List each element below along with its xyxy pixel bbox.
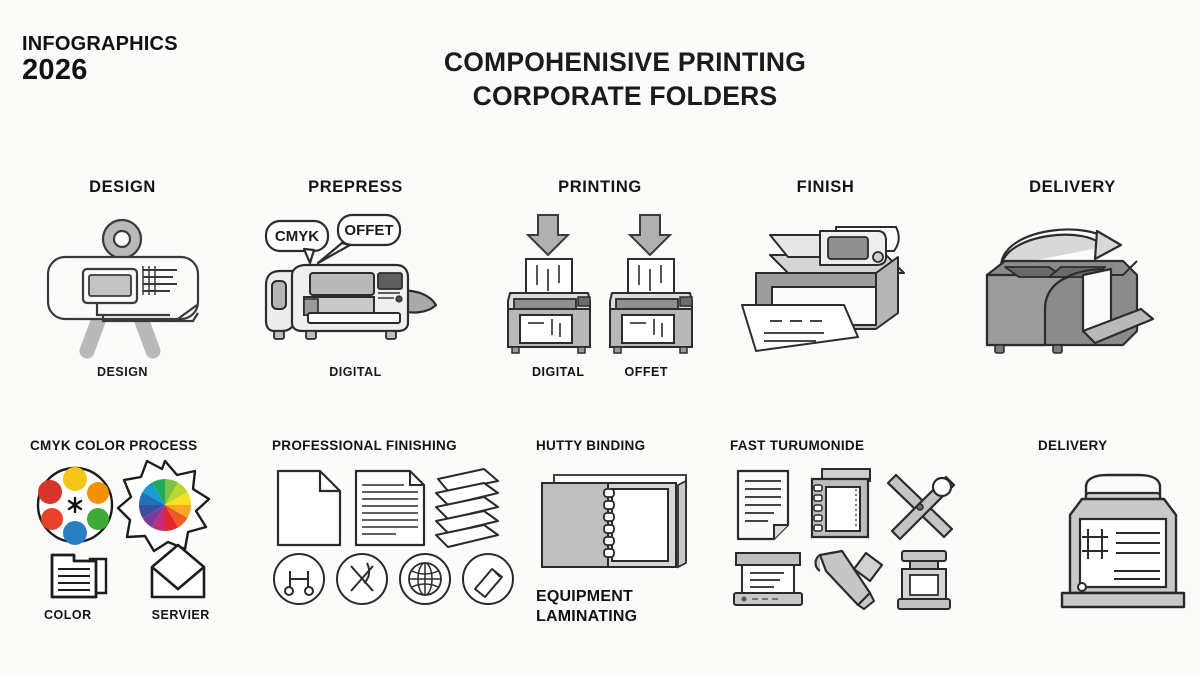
delivery-case-icon <box>1038 467 1200 612</box>
cutting-press-icon <box>897 550 951 610</box>
step-prepress-caption: DIGITAL <box>329 365 382 379</box>
section-fast-turumonide[interactable]: FAST TURUMONIDE <box>730 438 956 612</box>
roller-squeegee-icon <box>814 549 876 611</box>
paper-stack-icon <box>435 468 499 548</box>
palette-circle-icon <box>36 466 114 545</box>
designer-at-monitor-icon <box>25 213 220 363</box>
binding-tool-icon <box>273 553 325 605</box>
step-prepress[interactable]: PREPRESS CMYK OFFET <box>258 178 453 379</box>
step-delivery[interactable]: DELIVERY <box>975 178 1170 365</box>
spiral-booklet-icon <box>810 468 871 539</box>
binding-caption-line-2: LAMINATING <box>536 608 638 625</box>
binding-caption: EQUIPMENT LAMINATING <box>536 587 716 627</box>
brand-block: INFOGRAPHICS 2026 <box>22 33 178 86</box>
process-steps-row: DESIGN <box>0 178 1200 398</box>
section-professional-finishing[interactable]: PROFESSIONAL FINISHING <box>272 438 514 612</box>
step-delivery-title: DELIVERY <box>1029 178 1116 196</box>
svg-text:OFFET: OFFET <box>344 222 393 239</box>
fast-icon-group <box>730 467 956 612</box>
caption-digital: DIGITAL <box>531 365 585 379</box>
svg-text:CMYK: CMYK <box>275 228 319 245</box>
section-finishing-title: PROFESSIONAL FINISHING <box>272 438 457 453</box>
step-prepress-title: PREPRESS <box>308 178 403 196</box>
blank-page-icon <box>276 469 342 547</box>
section-delivery-bottom[interactable]: DELIVERY <box>1038 438 1200 612</box>
laminator-icon <box>733 552 803 606</box>
delivery-printer-icon <box>975 213 1170 363</box>
envelope-icon <box>150 543 206 599</box>
globe-icon <box>399 553 451 605</box>
step-design[interactable]: DESIGN <box>25 178 220 379</box>
step-finish[interactable]: FINISH <box>728 178 923 365</box>
cmyk-labels: COLOR SERVIER <box>30 608 240 622</box>
lined-document-icon <box>354 469 426 547</box>
brand-label: INFOGRAPHICS <box>22 33 178 55</box>
spiral-notebook-icon <box>536 467 716 577</box>
finishing-printer-icon <box>728 213 923 363</box>
title-line-1: COMPOHENISIVE PRINTING <box>443 47 807 77</box>
title-line-2: CORPORATE FOLDERS <box>472 81 778 111</box>
color-wheel-icon <box>116 459 211 553</box>
section-cmyk-title: CMYK COLOR PROCESS <box>30 438 198 453</box>
scissors-icon <box>336 553 388 605</box>
stacked-documents-icon <box>50 553 108 599</box>
press-machine-icon: CMYK OFFET <box>258 213 453 363</box>
detail-sections-row: CMYK COLOR PROCESS <box>0 438 1200 675</box>
binding-caption-line-1: EQUIPMENT <box>536 588 633 605</box>
caption-offet: OFFET <box>624 365 669 379</box>
section-fast-title: FAST TURUMONIDE <box>730 438 865 453</box>
twin-printers-icon <box>500 213 700 363</box>
step-printing[interactable]: PRINTING <box>500 178 700 379</box>
step-printing-captions: DIGITAL OFFET <box>500 365 700 379</box>
section-binding-title: HUTTY BINDING <box>536 438 646 453</box>
marker-pen-icon <box>462 553 514 605</box>
page-title: COMPOHENISIVE PRINTING CORPORATE FOLDERS <box>390 45 860 113</box>
step-design-caption: DESIGN <box>97 365 148 379</box>
step-printing-title: PRINTING <box>558 178 642 196</box>
finishing-icon-group <box>272 467 514 612</box>
document-icon <box>736 469 790 541</box>
section-cmyk-color-process[interactable]: CMYK COLOR PROCESS <box>30 438 240 622</box>
label-color: COLOR <box>44 608 92 622</box>
diamond-icon <box>852 551 884 583</box>
cmyk-icon-group <box>30 459 240 602</box>
section-delivery-bottom-title: DELIVERY <box>1038 438 1108 453</box>
step-finish-title: FINISH <box>796 178 855 196</box>
step-design-title: DESIGN <box>89 178 156 196</box>
brand-year: 2026 <box>22 54 88 86</box>
section-hutty-binding[interactable]: HUTTY BINDING <box>536 438 716 627</box>
label-servier: SERVIER <box>151 608 210 622</box>
crossed-tools-icon <box>886 473 956 541</box>
